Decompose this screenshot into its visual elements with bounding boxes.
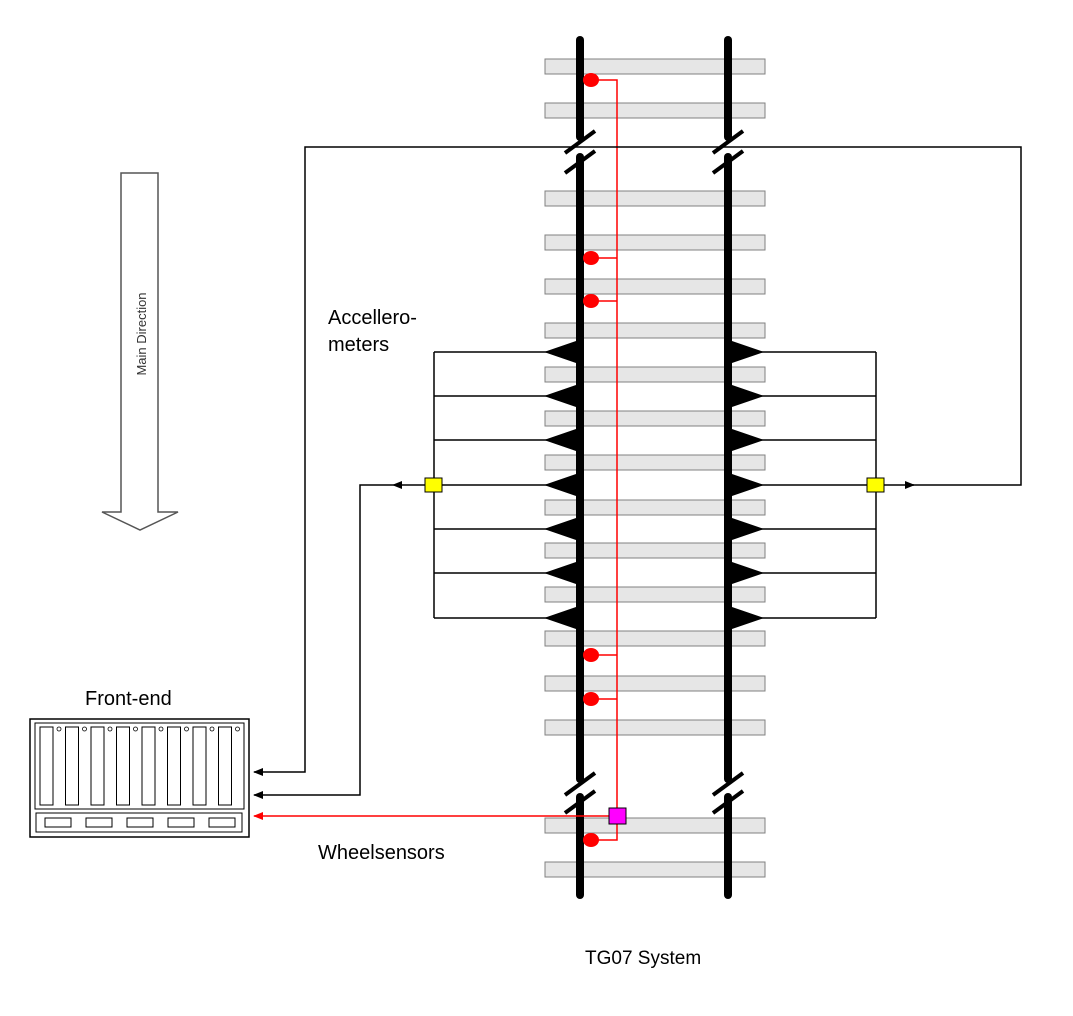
sleeper (544, 322, 766, 339)
front-end-slot (39, 726, 54, 806)
front-end-slot-screw (56, 726, 62, 732)
wheel-sensor (583, 294, 599, 308)
accelerometer-left (544, 385, 576, 407)
front-end-slot (90, 726, 105, 806)
accelerometer-left (544, 607, 576, 629)
accelerometer-right (732, 474, 764, 496)
wheelsensors-label: Wheelsensors (318, 842, 445, 864)
front-end-slot (192, 726, 207, 806)
sleeper (544, 410, 766, 427)
wheel-sensor (583, 73, 599, 87)
front-end-slot-screw (184, 726, 189, 732)
rail-break-mark (563, 149, 597, 175)
accelerometer-left (544, 341, 576, 363)
wheel-sensor-trunk (598, 79, 618, 808)
sleeper (544, 861, 766, 878)
accelerometer-left (544, 429, 576, 451)
front-end-slot (116, 726, 130, 806)
sleeper (544, 630, 766, 647)
wheel-sensor (583, 648, 599, 662)
front-end-connector (208, 817, 236, 828)
front-end-slot (65, 726, 79, 806)
wheel-sensor (583, 833, 599, 847)
sleeper (544, 190, 766, 207)
front-end-slot-screw (133, 726, 138, 732)
sleeper (544, 454, 766, 471)
front-end-connector (167, 817, 195, 828)
cable-left-bus-to-front-end (253, 481, 425, 799)
rail-break-mark (563, 789, 597, 815)
sleeper (544, 102, 766, 119)
front-end-slot (141, 726, 156, 806)
wheel-sensors (583, 73, 599, 847)
sleepers (544, 58, 766, 878)
front-end-slot-screw (82, 726, 87, 732)
system-title: TG07 System (585, 948, 701, 969)
front-end-label: Front-end (85, 688, 172, 710)
accelerometers-label-line1: Accellero- (328, 307, 417, 329)
front-end-slot-screw (235, 726, 240, 732)
front-end-slot (218, 726, 232, 806)
left-junction-box (424, 477, 443, 493)
rail-break-mark (563, 771, 597, 797)
sleeper (544, 58, 766, 75)
main-direction-arrow: Main Direction (101, 172, 179, 531)
sleeper (544, 719, 766, 736)
front-end-slot-screw (107, 726, 113, 732)
front-end-connector (85, 817, 113, 828)
accelerometer-wiring (433, 351, 877, 619)
wheel-sensor (583, 251, 599, 265)
accelerometers-label-line2: meters (328, 334, 389, 356)
rail-break-mark (711, 149, 745, 175)
accelerometer-left (544, 518, 576, 540)
rail-break-mark (711, 771, 745, 797)
wheel-sensor-wire (598, 824, 618, 841)
accelerometer-right (732, 385, 764, 407)
front-end-slot-screw (158, 726, 164, 732)
front-end-unit (29, 718, 250, 838)
right-junction-box (866, 477, 885, 493)
sleeper (544, 542, 766, 559)
front-end-slot-screw (209, 726, 215, 732)
wheelsensor-junction-box (608, 807, 627, 825)
rail-break-mark (563, 129, 597, 155)
accelerometer-left (544, 562, 576, 584)
front-end-slot (167, 726, 181, 806)
front-end-connector (126, 817, 154, 828)
sleeper (544, 586, 766, 603)
sleeper (544, 675, 766, 692)
accelerometer-right (732, 607, 764, 629)
sleeper (544, 499, 766, 516)
wheel-sensor (583, 692, 599, 706)
rails (563, 36, 745, 899)
accelerometer-right (732, 341, 764, 363)
wheel-sensor-wiring (598, 79, 618, 841)
rail-break-mark (711, 129, 745, 155)
sleeper (544, 234, 766, 251)
sleeper (544, 817, 766, 834)
accelerometer-left (544, 474, 576, 496)
rail-break-mark (711, 789, 745, 815)
accelerometers (544, 341, 764, 629)
front-end-connector (44, 817, 72, 828)
sleeper (544, 366, 766, 383)
accelerometer-right (732, 518, 764, 540)
accelerometer-right (732, 562, 764, 584)
sleeper (544, 278, 766, 295)
main-direction-label: Main Direction (134, 292, 149, 375)
accelerometer-right (732, 429, 764, 451)
